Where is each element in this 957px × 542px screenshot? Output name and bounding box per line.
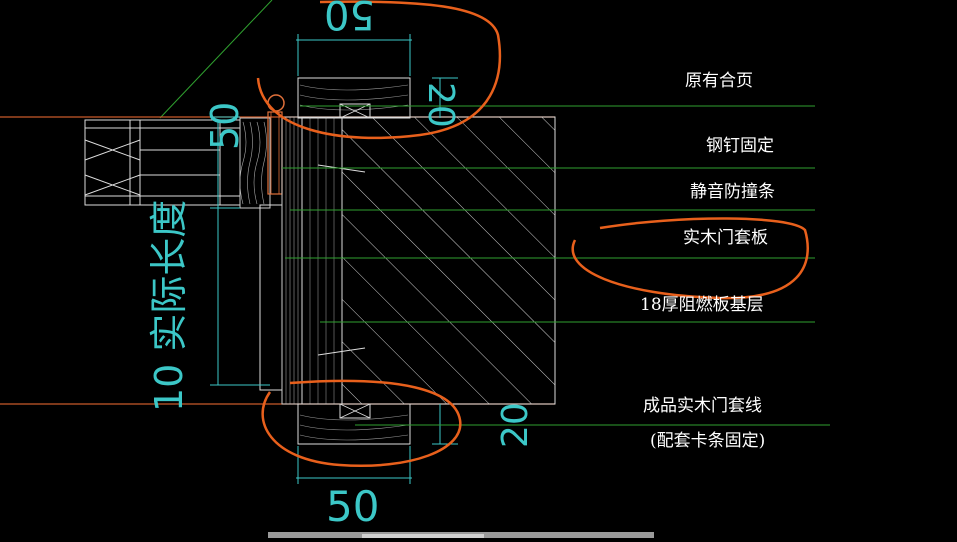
label-finished-trim: 成品实木门套线	[643, 396, 762, 416]
leader-lines	[282, 105, 830, 426]
top-trim	[297, 77, 411, 119]
markup-circles	[256, 0, 809, 467]
jamb-inner-panel	[259, 204, 283, 391]
dim-bottom-width: 50	[326, 482, 380, 531]
wall-masonry-hatch	[341, 116, 556, 405]
dimension-lines	[210, 34, 458, 484]
label-solid-wood-board: 实木门套板	[683, 228, 768, 248]
markup-circle-right	[571, 217, 809, 300]
dim-left-depth: 50	[203, 101, 247, 150]
label-hinge: 原有合页	[685, 71, 753, 91]
label-fire-base: 18厚阻燃板基层	[640, 295, 764, 315]
fire-retardant-base	[301, 116, 343, 405]
bottom-trim	[297, 403, 411, 445]
label-steel-nail: 钢钉固定	[706, 136, 774, 156]
dim-top-height: 20	[420, 82, 461, 128]
label-clip-fixed: (配套卡条固定)	[650, 431, 766, 451]
scrollbar-thumb[interactable]	[362, 534, 484, 538]
dim-top-width: 50	[324, 0, 375, 37]
markup-circle-bottom	[261, 379, 462, 467]
dim-bottom-height: 20	[495, 402, 536, 448]
label-silent-strip: 静音防撞条	[690, 182, 775, 202]
door-leaf	[84, 119, 241, 206]
construction-diagonal	[159, 0, 273, 119]
door-edge-wood	[239, 117, 271, 209]
dim-left-length: 10 实际长度	[147, 199, 191, 412]
markup-circle-top	[256, 0, 502, 140]
jamb-board	[281, 116, 303, 405]
